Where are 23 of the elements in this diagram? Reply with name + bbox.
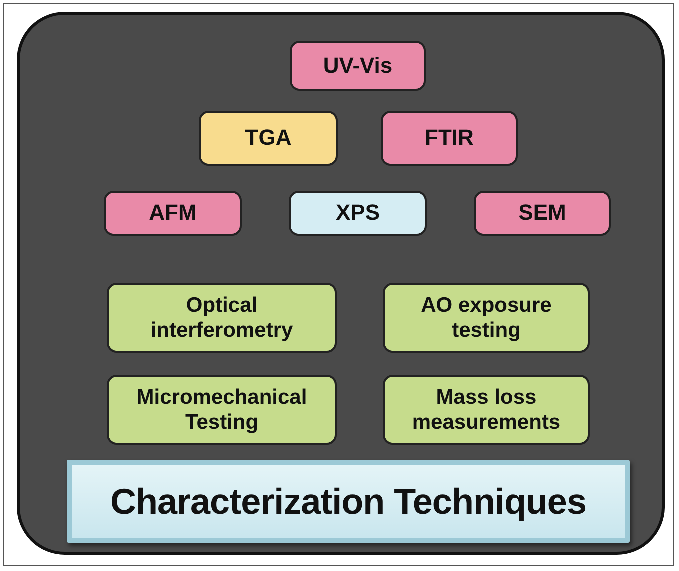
technique-box bbox=[107, 375, 337, 445]
technique-label: FTIR bbox=[424, 125, 475, 152]
technique-box bbox=[383, 375, 590, 445]
title-text: Characterization Techniques bbox=[110, 480, 588, 524]
title-banner bbox=[67, 460, 630, 543]
technique-box bbox=[289, 191, 427, 236]
technique-box bbox=[104, 191, 242, 236]
technique-label: AFM bbox=[148, 200, 198, 227]
technique-label: AO exposure testing bbox=[420, 292, 553, 344]
technique-box bbox=[474, 191, 611, 236]
technique-label: Optical interferometry bbox=[150, 292, 294, 344]
technique-box bbox=[107, 283, 337, 353]
technique-label: Mass loss measurements bbox=[411, 384, 562, 436]
background-panel bbox=[17, 12, 665, 555]
technique-label: SEM bbox=[518, 200, 568, 227]
technique-label: XPS bbox=[334, 200, 382, 227]
technique-box bbox=[383, 283, 590, 353]
technique-box bbox=[290, 41, 426, 91]
technique-box bbox=[381, 111, 518, 166]
technique-label: Micromechanical Testing bbox=[136, 384, 308, 436]
technique-label: UV-Vis bbox=[322, 52, 394, 80]
technique-label: TGA bbox=[244, 125, 293, 152]
technique-box bbox=[199, 111, 338, 166]
